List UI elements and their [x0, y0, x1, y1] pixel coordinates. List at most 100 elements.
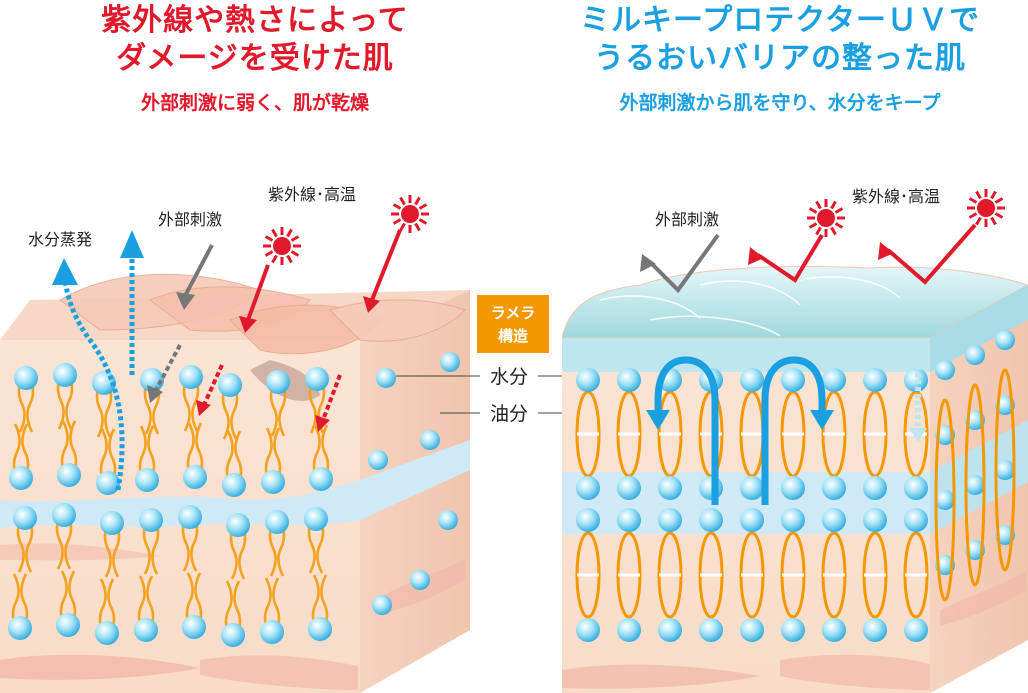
- water-molecule: [14, 366, 38, 390]
- water-molecule: [265, 510, 289, 534]
- water-molecule: [863, 368, 887, 392]
- water-molecule: [576, 368, 600, 392]
- water-molecule: [8, 616, 32, 640]
- water-molecule: [617, 368, 641, 392]
- water-molecule: [781, 368, 805, 392]
- water-molecule: [139, 508, 163, 532]
- water-molecule: [904, 618, 928, 642]
- left-suns: [263, 195, 429, 265]
- water-molecule: [740, 368, 764, 392]
- right-title-line2: うるおいバリアの整った肌: [594, 41, 966, 76]
- water-molecule: [179, 365, 203, 389]
- water-molecule: [822, 508, 846, 532]
- left-label-moisture-evaporation: 水分蒸発: [28, 230, 92, 249]
- water-molecule: [95, 621, 119, 645]
- water-molecule: [410, 570, 430, 590]
- water-molecule: [781, 508, 805, 532]
- left-title-line1: 紫外線や熱さによって: [101, 3, 409, 38]
- water-molecule: [260, 620, 284, 644]
- water-molecule: [740, 618, 764, 642]
- lamella-badge: ラメラ 構造: [477, 295, 549, 353]
- water-molecule: [304, 507, 328, 531]
- water-molecule: [822, 618, 846, 642]
- water-molecule: [781, 618, 805, 642]
- water-molecule: [935, 360, 955, 380]
- water-molecule: [440, 352, 460, 372]
- left-heading: 紫外線や熱さによって ダメージを受けた肌 外部刺激に弱く、肌が乾燥: [20, 2, 490, 116]
- sun-icon: [391, 195, 429, 233]
- left-arrows: [52, 229, 402, 491]
- legend-water: 水分: [490, 366, 528, 388]
- water-molecule: [96, 471, 120, 495]
- water-molecule: [699, 508, 723, 532]
- water-molecule: [822, 368, 846, 392]
- water-molecule: [658, 508, 682, 532]
- right-label-external-stimulus: 外部刺激: [655, 210, 719, 229]
- right-subtitle: 外部刺激から肌を守り、水分をキープ: [619, 92, 941, 114]
- water-molecule: [372, 595, 392, 615]
- left-lipid-molecules: [8, 352, 460, 647]
- water-molecule: [134, 618, 158, 642]
- water-molecule: [576, 476, 600, 500]
- right-heading: ミルキープロテクターＵＶで うるおいバリアの整った肌 外部刺激から肌を守り、水分…: [540, 2, 1020, 116]
- water-molecule: [617, 476, 641, 500]
- water-molecule: [376, 368, 396, 388]
- water-molecule: [420, 430, 440, 450]
- water-molecule: [576, 618, 600, 642]
- water-molecule: [438, 510, 458, 530]
- lamella-line1: ラメラ: [491, 304, 536, 322]
- water-molecule: [904, 508, 928, 532]
- left-water-band: [0, 440, 470, 528]
- water-molecule: [617, 618, 641, 642]
- legend: 水分 油分: [396, 366, 582, 425]
- water-molecule: [781, 476, 805, 500]
- sun-icon: [807, 199, 845, 237]
- left-subtitle: 外部刺激に弱く、肌が乾燥: [140, 92, 369, 114]
- arrow-down-icon: [176, 292, 195, 310]
- water-molecule: [221, 623, 245, 647]
- water-molecule: [135, 468, 159, 492]
- water-molecule: [305, 367, 329, 391]
- water-molecule: [368, 450, 388, 470]
- sun-icon: [967, 189, 1005, 227]
- water-molecule: [863, 476, 887, 500]
- water-molecule: [261, 470, 285, 494]
- water-molecule: [222, 473, 246, 497]
- water-molecule: [183, 465, 207, 489]
- water-molecule: [904, 476, 928, 500]
- lamella-line2: 構造: [498, 327, 528, 345]
- water-molecule: [53, 363, 77, 387]
- water-molecule: [182, 615, 206, 639]
- right-title-line1: ミルキープロテクターＵＶで: [580, 3, 980, 38]
- water-molecule: [995, 460, 1015, 480]
- water-molecule: [309, 467, 333, 491]
- sun-icon: [263, 227, 301, 265]
- water-molecule: [56, 613, 80, 637]
- circular-arrow-icon: [646, 345, 927, 505]
- water-molecule: [822, 476, 846, 500]
- water-molecule: [863, 508, 887, 532]
- arrow-down-icon: [239, 316, 257, 333]
- water-molecule: [52, 503, 76, 527]
- water-molecule: [699, 618, 723, 642]
- right-barrier-top: [561, 266, 1028, 339]
- reflect-arrow-icon: [640, 223, 977, 294]
- right-suns: [807, 189, 1005, 237]
- arrow-down-icon: [363, 296, 380, 313]
- left-label-external-stimulus: 外部刺激: [158, 210, 222, 229]
- water-molecule: [995, 330, 1015, 350]
- water-molecule: [218, 373, 242, 397]
- water-molecule: [266, 370, 290, 394]
- water-molecule: [740, 508, 764, 532]
- water-molecule: [965, 475, 985, 495]
- water-molecule: [965, 345, 985, 365]
- left-label-uv-heat: 紫外線･高温: [268, 185, 356, 204]
- water-molecule: [9, 466, 33, 490]
- water-molecule: [617, 508, 641, 532]
- legend-oil: 油分: [490, 403, 528, 425]
- water-molecule: [100, 511, 124, 535]
- water-molecule: [740, 476, 764, 500]
- water-molecule: [140, 368, 164, 392]
- right-label-uv-heat: 紫外線･高温: [852, 187, 940, 206]
